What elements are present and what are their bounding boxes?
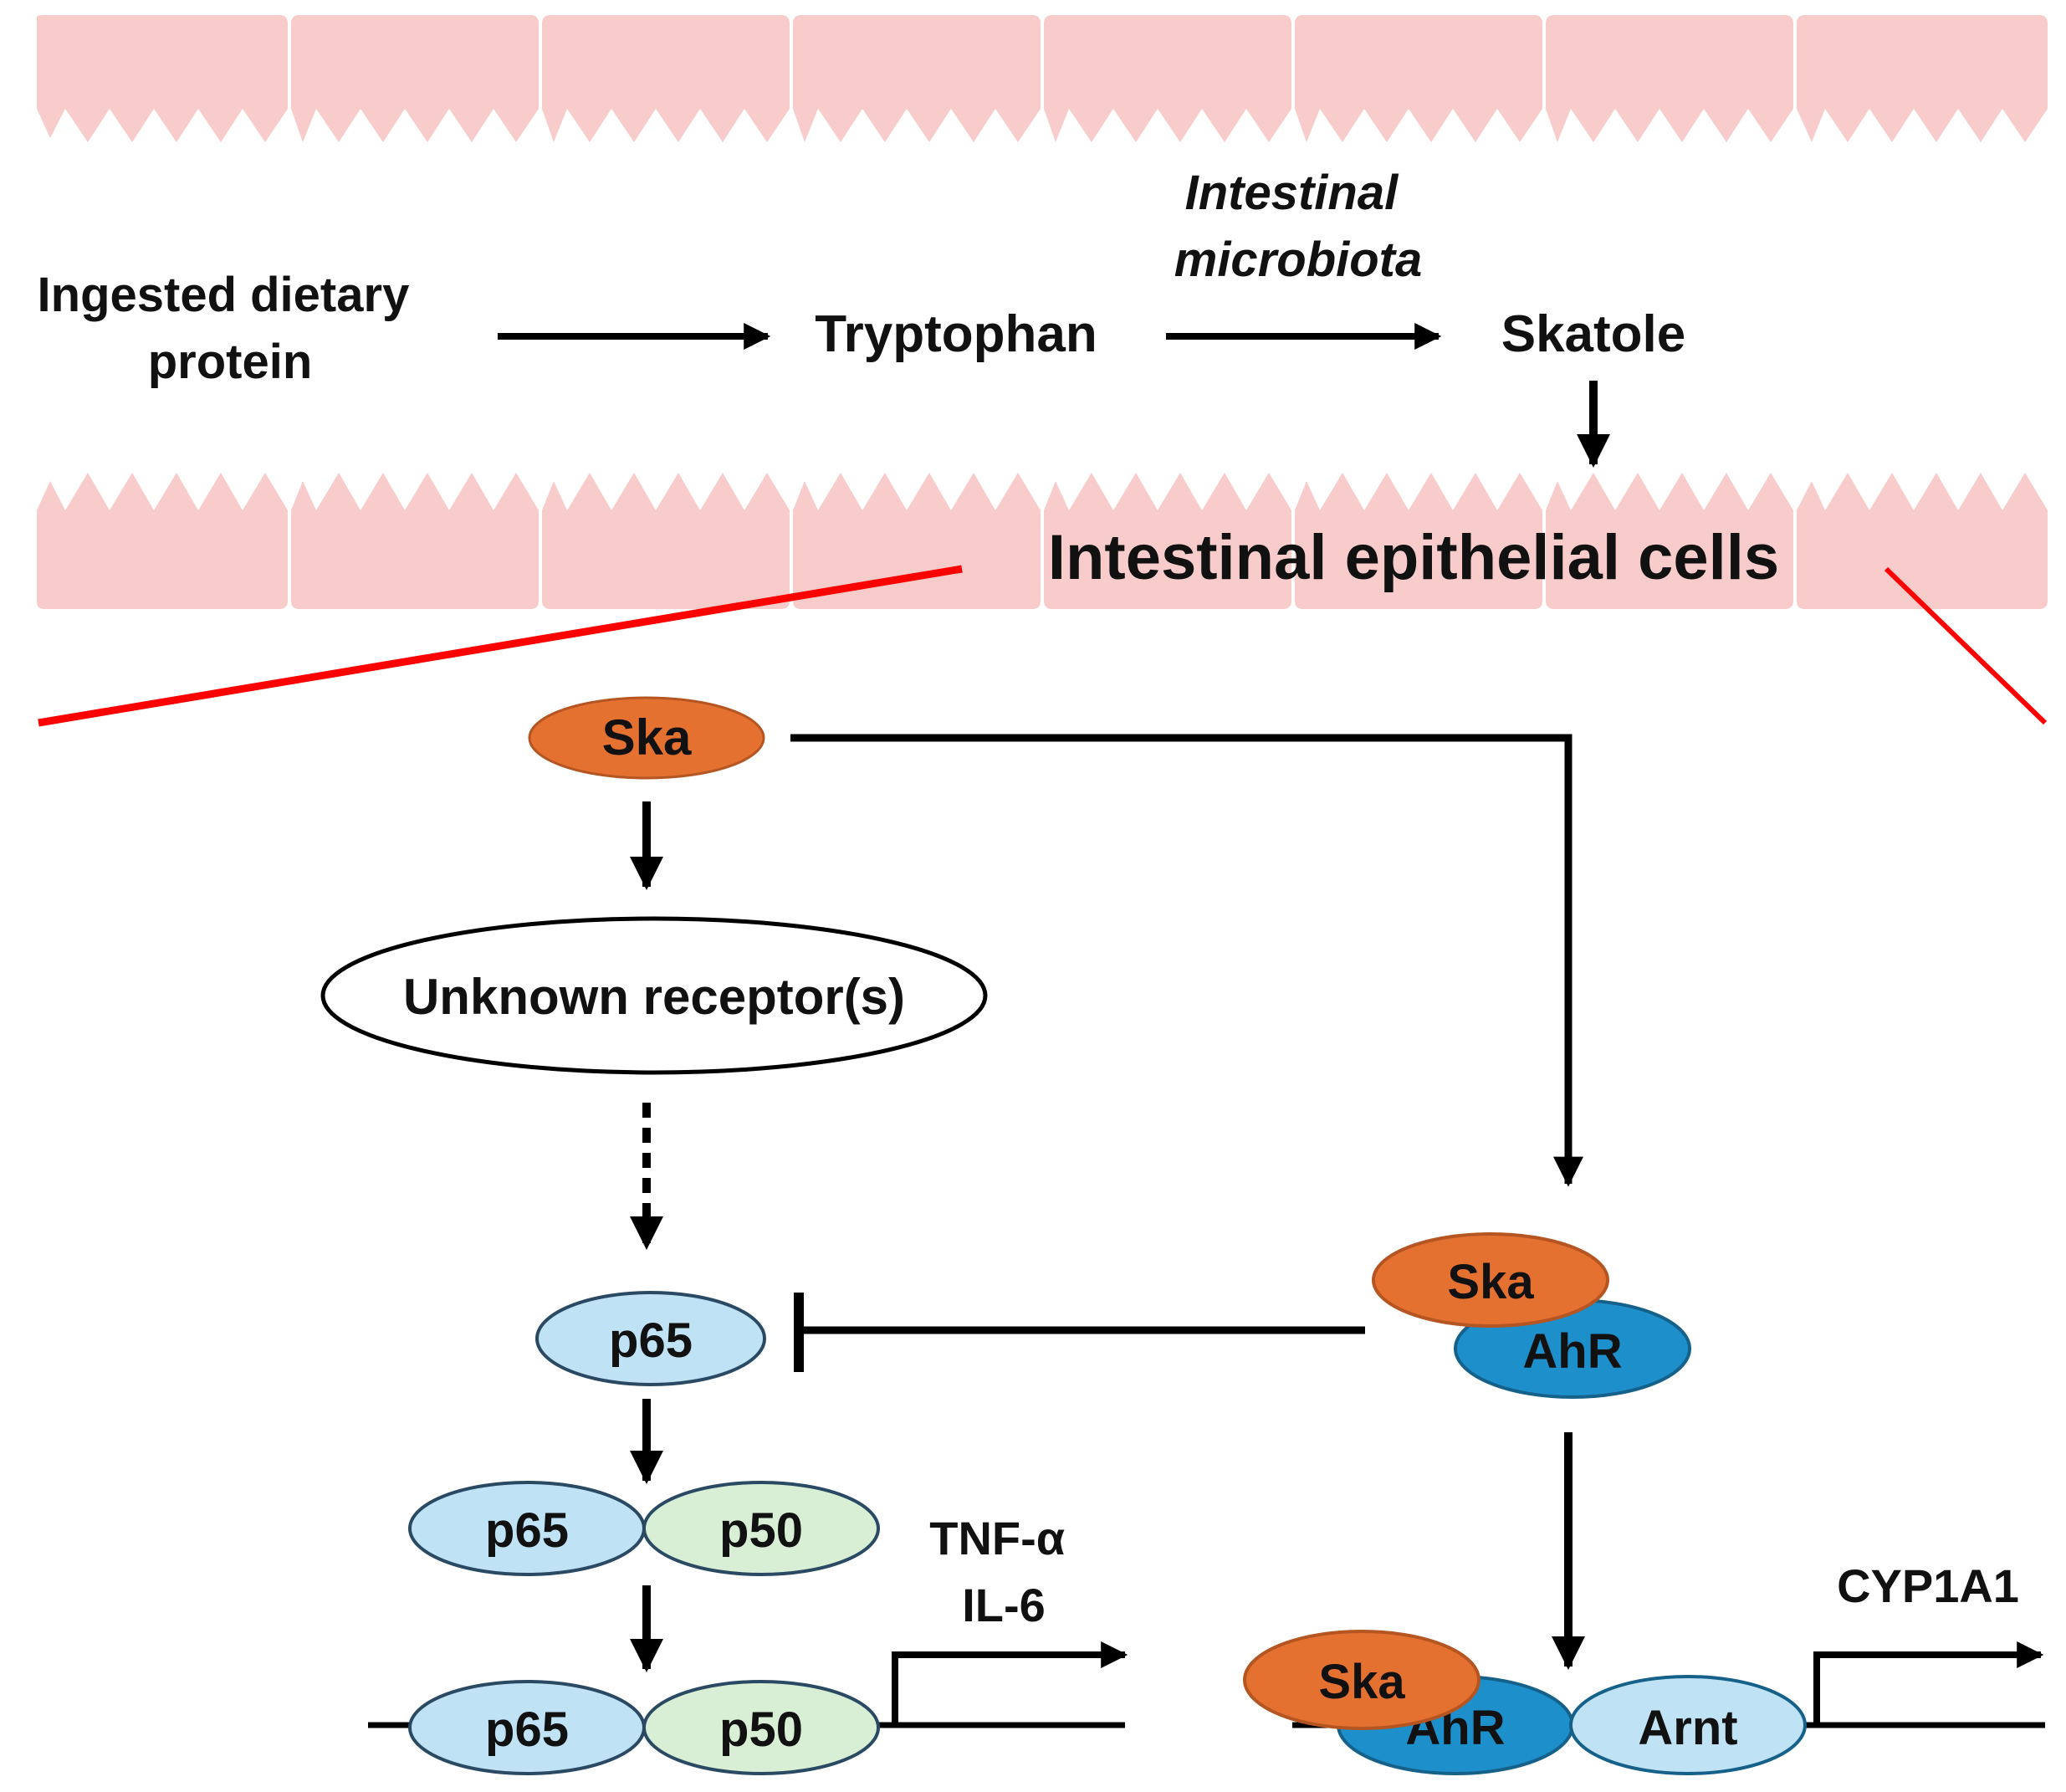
ska-ahr-complex-oval — [1372, 1232, 1609, 1328]
epithelium-bottom — [37, 473, 2048, 609]
epithelial-cell — [1295, 473, 1542, 609]
nfkb-target-genes: TNF-α IL-6 — [929, 1512, 1078, 1631]
tryptophan-label: Tryptophan — [815, 305, 1097, 363]
arrow-ska-to-ahr — [790, 734, 1583, 1187]
ska-top-label: Ska — [602, 709, 692, 765]
ska-ahr-complex-label: Ska — [1447, 1255, 1534, 1309]
dietary-protein-line-2: protein — [148, 335, 313, 389]
ska-oval-top — [528, 696, 765, 780]
p65-dna-label: p65 — [485, 1702, 569, 1757]
p50-dimer-oval — [642, 1481, 880, 1576]
epithelial-cell — [1546, 15, 1793, 142]
epithelial-cell — [793, 15, 1041, 142]
ahr-target-gene: CYP1A1 — [1837, 1559, 2019, 1612]
p50-dimer-label: p50 — [719, 1503, 803, 1558]
epithelial-cells-label: Intestinal epithelial cells — [1048, 522, 1779, 593]
p50-dna-oval — [642, 1680, 880, 1775]
unknown-receptor-label: Unknown receptor(s) — [403, 969, 905, 1025]
epithelial-cell — [1044, 15, 1291, 142]
microbiota-line-1: Intestinal — [1185, 166, 1399, 220]
skatole-label: Skatole — [1501, 305, 1686, 363]
epithelial-cell — [1797, 15, 2048, 142]
epithelium-top — [37, 15, 2048, 142]
microbiota-label: Intestinal microbiota — [1174, 166, 1423, 287]
epithelial-cell — [291, 473, 539, 609]
p65-label: p65 — [609, 1313, 693, 1368]
unknown-receptor-oval — [320, 916, 988, 1075]
p65-oval — [535, 1291, 766, 1386]
epithelial-cell — [542, 473, 790, 609]
epithelial-cell — [793, 473, 1041, 609]
microbiota-line-2: microbiota — [1174, 233, 1423, 287]
epithelial-cell — [1797, 473, 2048, 609]
target-gene-il6: IL-6 — [962, 1579, 1046, 1631]
epithelial-cell — [1546, 473, 1793, 609]
arnt-dna-oval — [1569, 1675, 1807, 1775]
ska-dna-label: Ska — [1318, 1655, 1405, 1709]
zoom-line-left — [38, 565, 963, 727]
epithelial-cell — [37, 473, 288, 609]
epithelial-cell — [1044, 473, 1291, 609]
promoter-arrow-nfkb — [892, 1641, 1128, 1725]
target-gene-tnf: TNF-α — [929, 1512, 1065, 1564]
epithelial-cell — [1295, 15, 1542, 142]
zoom-line-right — [1884, 566, 2048, 725]
epithelial-cell — [542, 15, 790, 142]
dietary-protein-line-1: Ingested dietary — [38, 268, 410, 322]
epithelial-cell — [291, 15, 539, 142]
ska-dna-oval — [1243, 1630, 1480, 1730]
promoter-arrow-ahr — [1813, 1641, 2044, 1725]
arnt-dna-label: Arnt — [1638, 1701, 1737, 1755]
dietary-protein-label: Ingested dietary protein — [38, 268, 423, 389]
p65-dimer-label: p65 — [485, 1503, 569, 1558]
p50-dna-label: p50 — [719, 1702, 803, 1757]
ahr-complex-label: AhR — [1522, 1324, 1622, 1379]
epithelial-cell — [37, 15, 288, 142]
